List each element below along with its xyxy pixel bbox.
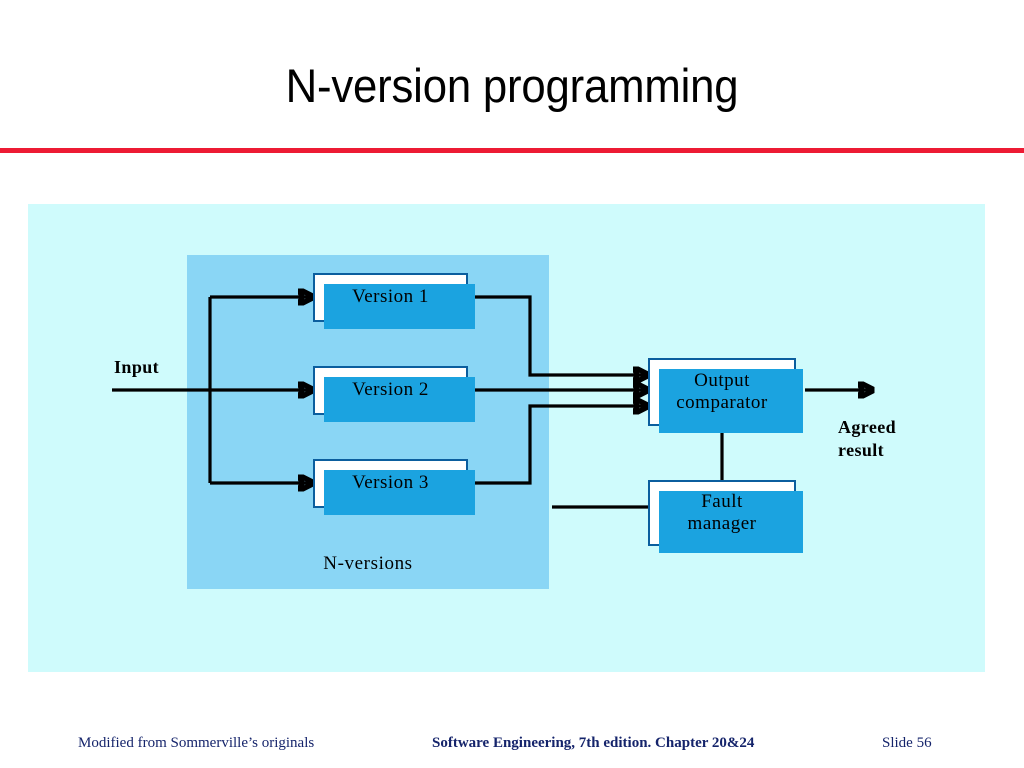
agreed-result-label-line1: Agreed: [838, 417, 897, 437]
page-title: N-version programming: [285, 59, 739, 112]
agreed-result-label-line2: result: [838, 439, 885, 460]
process-box-label-line2: manager: [687, 513, 757, 534]
input-label: Input: [114, 357, 160, 377]
title-divider-rule: [0, 148, 1024, 153]
process-box-output-comparator[interactable]: Output comparator: [648, 358, 803, 433]
footer-attribution: Modified from Sommerville’s originals: [78, 735, 315, 751]
footer-book-reference: Software Engineering, 7th edition. Chapt…: [432, 735, 755, 751]
process-box-version-3[interactable]: Version 3: [313, 459, 475, 515]
process-box-label: Version 3: [352, 472, 429, 494]
process-box-version-1[interactable]: Version 1: [313, 273, 475, 329]
process-box-label: Version 1: [352, 286, 429, 308]
process-box-label-line2: comparator: [676, 392, 768, 413]
process-box-label: Output comparator: [676, 370, 768, 415]
footer-slide-number: Slide 56: [882, 735, 932, 751]
process-box-label-line1: Fault: [701, 490, 743, 512]
slide-footer: Modified from Sommerville’s originals So…: [0, 735, 1024, 757]
process-box-label: Version 2: [352, 379, 429, 401]
process-box-label-line1: Output: [694, 369, 750, 391]
n-versions-panel-label: N-versions: [323, 553, 413, 574]
diagram-canvas: N-versions Version 1 Versio: [28, 204, 985, 672]
process-box-label: Fault manager: [688, 491, 757, 536]
agreed-result-label: Agreed result: [838, 416, 896, 461]
process-box-fault-manager[interactable]: Fault manager: [648, 480, 803, 553]
process-box-version-2[interactable]: Version 2: [313, 366, 475, 422]
